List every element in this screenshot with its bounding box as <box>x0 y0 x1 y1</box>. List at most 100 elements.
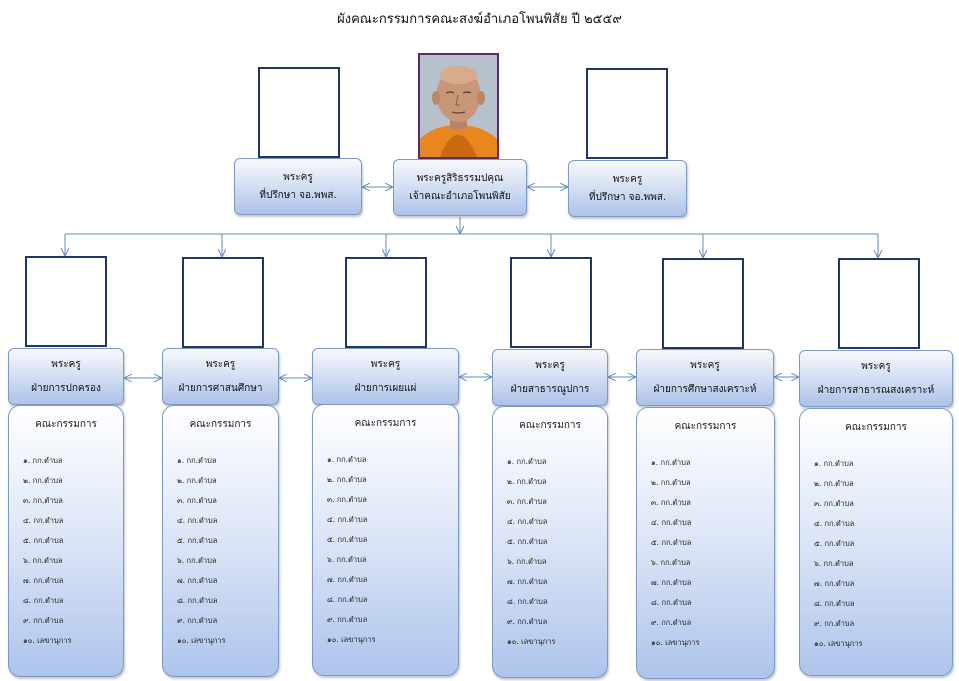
advisor-right-role: ที่ปรึกษา จอ.พพส. <box>588 192 667 203</box>
dept-6-committee-panel: คณะกรรมการ ๑. กก.ตำบล ๒. กก.ตำบล ๓. กก.ต… <box>799 408 953 676</box>
list-item: ๑. กก.ตำบล <box>327 455 367 464</box>
dept-3-committee-panel: คณะกรรมการ ๑. กก.ตำบล ๒. กก.ตำบล ๓. กก.ต… <box>312 404 459 676</box>
list-item: ๔. กก.ตำบล <box>651 518 692 527</box>
list-item: ๗. กก.ตำบล <box>177 576 218 585</box>
leader-role: เจ้าคณะอำเภอโพนพิสัย <box>409 191 511 202</box>
list-item: ๗. กก.ตำบล <box>651 578 692 587</box>
dept-5-title: พระครู <box>690 360 720 371</box>
advisor-right-title: พระครู <box>612 174 643 185</box>
dept-4-committee-panel: คณะกรรมการ ๑. กก.ตำบล ๒. กก.ตำบล ๓. กก.ต… <box>492 406 608 678</box>
dept-1-committee-panel: คณะกรรมการ ๑. กก.ตำบล ๒. กก.ตำบล ๓. กก.ต… <box>8 405 124 677</box>
dept-3-box: พระครู ฝ่ายการเผยแผ่ <box>312 348 459 405</box>
list-item: ๓. กก.ตำบล <box>177 496 217 505</box>
list-item: ๔. กก.ตำบล <box>507 517 548 526</box>
dept-6-box: พระครู ฝ่ายการสาธารณสงเคราะห์ <box>799 350 953 407</box>
list-item: ๖. กก.ตำบล <box>507 557 547 566</box>
list-item: ๕. กก.ตำบล <box>651 538 692 547</box>
list-item: ๑๐. เลขานุการ <box>814 639 863 648</box>
leader-photo <box>418 53 499 159</box>
dept-3-role: ฝ่ายการเผยแผ่ <box>354 383 417 394</box>
leader-box: พระครูสิริธรรมปคุณ เจ้าคณะอำเภอโพนพิสัย <box>393 159 527 216</box>
dept-3-title: พระครู <box>370 359 401 370</box>
list-item: ๒. กก.ตำบล <box>507 477 547 486</box>
list-item: ๘. กก.ตำบล <box>651 598 692 607</box>
dept-4-title: พระครู <box>535 360 565 371</box>
list-item: ๑๐. เลขานุการ <box>507 637 556 646</box>
list-item: ๒. กก.ตำบล <box>651 478 691 487</box>
list-item: ๙. กก.ตำบล <box>23 616 64 625</box>
list-item: ๙. กก.ตำบล <box>507 617 548 626</box>
list-item: ๑๐. เลขานุการ <box>23 636 72 645</box>
dept-2-role: ฝ่ายการศาสนศึกษา <box>178 383 263 394</box>
list-item: ๗. กก.ตำบล <box>507 577 548 586</box>
list-item: ๑๐. เลขานุการ <box>177 636 226 645</box>
advisor-left-role: ที่ปรึกษา จอ.พพส. <box>259 190 337 201</box>
leader-name: พระครูสิริธรรมปคุณ <box>416 173 504 184</box>
list-item: ๙. กก.ตำบล <box>177 616 218 625</box>
monk-portrait-icon <box>420 55 497 157</box>
list-item: ๓. กก.ตำบล <box>507 497 547 506</box>
list-item: ๔. กก.ตำบล <box>177 516 218 525</box>
list-item: ๗. กก.ตำบล <box>23 576 64 585</box>
dept-5-photo-frame <box>662 258 744 349</box>
advisor-left-photo-frame <box>258 67 340 158</box>
list-item: ๓. กก.ตำบล <box>23 496 63 505</box>
list-item: ๑๐. เลขานุการ <box>651 638 700 647</box>
list-item: ๒. กก.ตำบล <box>327 475 367 484</box>
list-item: ๕. กก.ตำบล <box>327 535 368 544</box>
list-item: ๕. กก.ตำบล <box>177 536 218 545</box>
dept-3-committee-list: ๑. กก.ตำบล ๒. กก.ตำบล ๓. กก.ตำบล ๔. กก.ต… <box>327 455 376 655</box>
list-item: ๑. กก.ตำบล <box>814 459 854 468</box>
dept-3-committee-heading: คณะกรรมการ <box>354 418 417 429</box>
dept-2-committee-panel: คณะกรรมการ ๑. กก.ตำบล ๒. กก.ตำบล ๓. กก.ต… <box>162 405 279 677</box>
list-item: ๘. กก.ตำบล <box>507 597 548 606</box>
list-item: ๑. กก.ตำบล <box>177 456 217 465</box>
dept-5-committee-panel: คณะกรรมการ ๑. กก.ตำบล ๒. กก.ตำบล ๓. กก.ต… <box>636 407 775 679</box>
list-item: ๓. กก.ตำบล <box>651 498 691 507</box>
list-item: ๕. กก.ตำบล <box>23 536 64 545</box>
list-item: ๓. กก.ตำบล <box>327 495 367 504</box>
list-item: ๗. กก.ตำบล <box>814 579 855 588</box>
list-item: ๘. กก.ตำบล <box>23 596 64 605</box>
dept-6-committee-list: ๑. กก.ตำบล ๒. กก.ตำบล ๓. กก.ตำบล ๔. กก.ต… <box>814 459 863 659</box>
list-item: ๙. กก.ตำบล <box>814 619 855 628</box>
chart-title: ผังคณะกรรมการคณะสงฆ์อำเภอโพนพิสัย ปี ๒๕๕… <box>337 12 622 27</box>
dept-2-committee-heading: คณะกรรมการ <box>189 419 252 430</box>
list-item: ๘. กก.ตำบล <box>327 595 368 604</box>
dept-6-committee-heading: คณะกรรมการ <box>845 422 907 433</box>
list-item: ๒. กก.ตำบล <box>814 479 854 488</box>
dept-3-photo-frame <box>345 257 427 348</box>
dept-4-box: พระครู ฝ่ายสาธารณูปการ <box>492 349 608 406</box>
list-item: ๕. กก.ตำบล <box>814 539 855 548</box>
list-item: ๑. กก.ตำบล <box>507 457 547 466</box>
dept-1-box: พระครู ฝ่ายการปกครอง <box>8 348 124 405</box>
list-item: ๘. กก.ตำบล <box>814 599 855 608</box>
list-item: ๘. กก.ตำบล <box>177 596 218 605</box>
list-item: ๖. กก.ตำบล <box>814 559 854 568</box>
dept-5-role: ฝ่ายการศึกษาสงเคราะห์ <box>653 384 757 395</box>
list-item: ๒. กก.ตำบล <box>23 476 63 485</box>
list-item: ๖. กก.ตำบล <box>177 556 217 565</box>
dept-6-photo-frame <box>838 258 920 349</box>
dept-1-committee-list: ๑. กก.ตำบล ๒. กก.ตำบล ๓. กก.ตำบล ๔. กก.ต… <box>23 456 72 656</box>
dept-4-committee-list: ๑. กก.ตำบล ๒. กก.ตำบล ๓. กก.ตำบล ๔. กก.ต… <box>507 457 556 657</box>
list-item: ๕. กก.ตำบล <box>507 537 548 546</box>
list-item: ๓. กก.ตำบล <box>814 499 854 508</box>
list-item: ๙. กก.ตำบล <box>651 618 692 627</box>
dept-2-title: พระครู <box>205 359 236 370</box>
list-item: ๗. กก.ตำบล <box>327 575 368 584</box>
dept-1-committee-heading: คณะกรรมการ <box>35 419 97 430</box>
dept-4-role: ฝ่ายสาธารณูปการ <box>510 384 590 395</box>
dept-5-committee-list: ๑. กก.ตำบล ๒. กก.ตำบล ๓. กก.ตำบล ๔. กก.ต… <box>651 458 700 658</box>
advisor-left-box: พระครู ที่ปรึกษา จอ.พพส. <box>234 158 362 215</box>
dept-1-title: พระครู <box>51 359 81 370</box>
dept-2-committee-list: ๑. กก.ตำบล ๒. กก.ตำบล ๓. กก.ตำบล ๔. กก.ต… <box>177 456 226 656</box>
list-item: ๔. กก.ตำบล <box>23 516 64 525</box>
list-item: ๖. กก.ตำบล <box>651 558 691 567</box>
list-item: ๑. กก.ตำบล <box>651 458 691 467</box>
list-item: ๒. กก.ตำบล <box>177 476 217 485</box>
list-item: ๖. กก.ตำบล <box>327 555 367 564</box>
dept-1-photo-frame <box>25 256 107 347</box>
advisor-left-title: พระครู <box>283 172 313 183</box>
